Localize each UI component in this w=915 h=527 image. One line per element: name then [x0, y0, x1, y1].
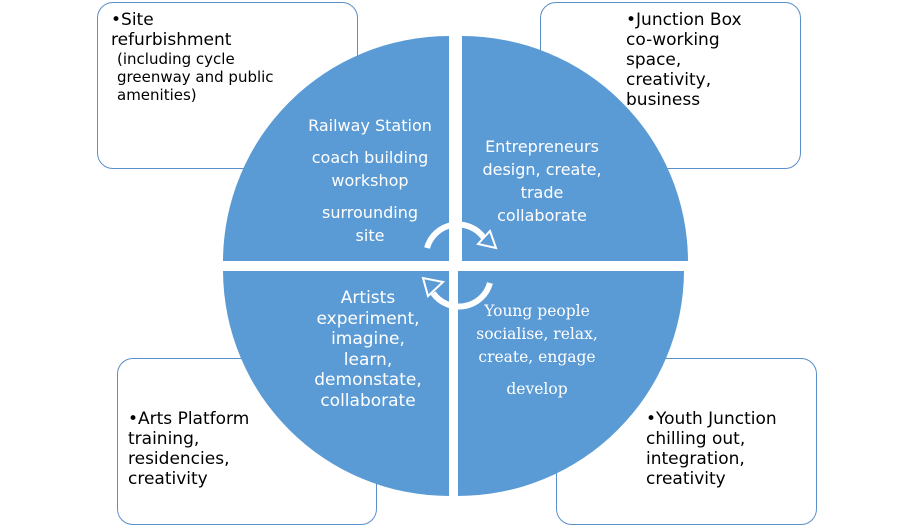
quadrant-line: coach building: [311, 148, 429, 167]
quadrant-line: collaborate: [497, 206, 587, 225]
youth-junction-label: •Youth Junction chilling out, integratio…: [646, 409, 777, 489]
quadrant-line: imagine,: [331, 329, 405, 349]
quadrant-text-artists: Artists experiment, imagine, learn, demo…: [288, 288, 448, 411]
quadrant-line: site: [355, 226, 385, 245]
quadrant-line: Railway Station: [308, 116, 432, 135]
quadrant-text-entrepreneurs: Entrepreneurs design, create, trade coll…: [462, 135, 622, 227]
quadrant-line: collaborate: [320, 390, 416, 411]
quadrant-line: surrounding: [322, 203, 418, 222]
quadrant-line: Artists: [340, 288, 396, 308]
site-refurbishment-label: •Site refurbishment: [111, 10, 232, 50]
quadrant-line: Young people: [484, 302, 590, 320]
quadrant-line: experiment,: [316, 308, 420, 329]
quadrant-line: demonstate,: [314, 370, 422, 390]
junction-box-text: •Junction Box co-working space, creativi…: [626, 10, 766, 110]
quadrant-line: workshop: [331, 171, 409, 190]
youth-junction-text: •Youth Junction chilling out, integratio…: [646, 409, 806, 489]
quadrant-text-young-people: Young people socialise, relax, create, e…: [456, 300, 618, 401]
site-refurbishment-note: (including cycle greenway and public ame…: [117, 50, 274, 104]
quadrant-top-left: [223, 36, 449, 261]
quadrant-bottom-right: [458, 271, 684, 496]
quadrant-bottom-left: [223, 271, 449, 496]
circular-arrows-icon: [421, 221, 498, 310]
quadrant-line: learn,: [343, 349, 393, 370]
site-refurbishment-text: •Site refurbishment (including cycle gre…: [111, 10, 276, 104]
arts-platform-label: •Arts Platform training, residencies, cr…: [128, 409, 250, 489]
quadrant-line: socialise, relax,: [476, 325, 598, 343]
quadrant-top-right: [462, 36, 688, 261]
quadrant-line: create, engage: [478, 348, 596, 366]
junction-box-label: •Junction Box co-working space, creativi…: [626, 10, 742, 110]
quadrant-line: trade: [520, 183, 564, 202]
quadrant-line: Entrepreneurs: [485, 137, 599, 156]
quadrant-line: develop: [506, 380, 568, 398]
arts-platform-text: •Arts Platform training, residencies, cr…: [128, 409, 268, 489]
quadrant-text-railway-station: Railway Station coach building workshop …: [290, 114, 450, 247]
quadrant-line: design, create,: [482, 160, 602, 179]
